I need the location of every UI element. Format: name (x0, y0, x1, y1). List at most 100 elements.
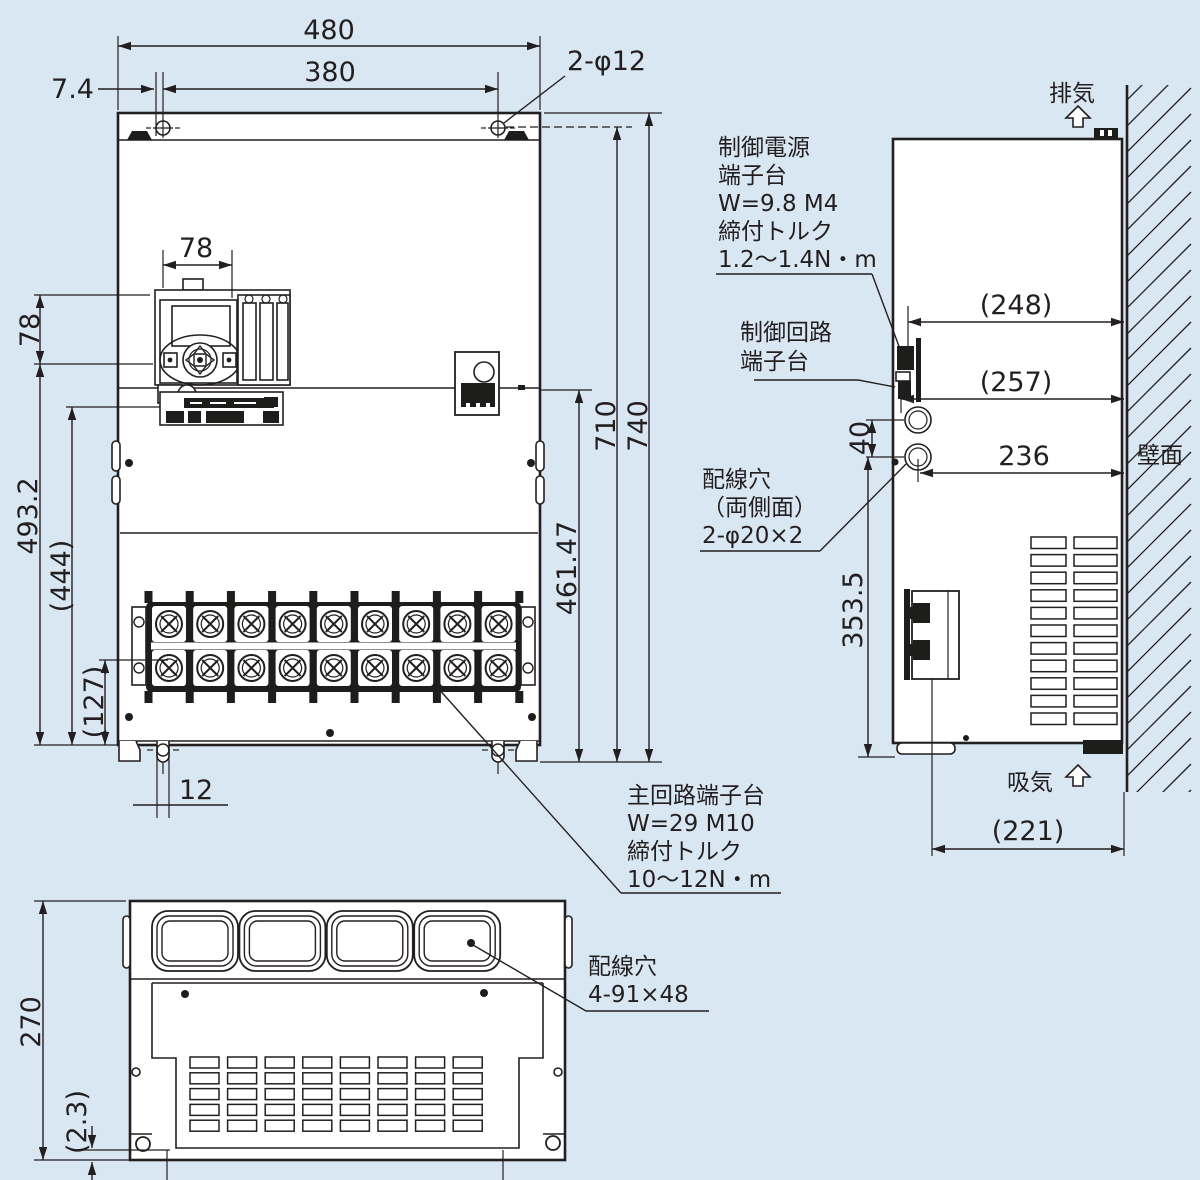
side-view-dimensions: (248) (257) 40 236 353.5 (221) (838, 290, 1125, 856)
terminal-screw-ring (365, 658, 385, 678)
wiring-hole-outline (161, 920, 229, 962)
terminal-screw-ring (283, 658, 303, 678)
dim-depth-bottom: (221) (992, 816, 1065, 847)
hatch-line (1127, 451, 1192, 517)
wiring-hole-outline (336, 920, 404, 962)
hatch-line (1127, 477, 1192, 543)
screw-cross (489, 615, 508, 633)
vent-slot (1073, 659, 1118, 673)
dim-hole-pitch: 40 (845, 421, 876, 455)
dim-depth-hole: 236 (998, 441, 1050, 472)
side-vent-slots (1030, 536, 1118, 726)
svg-text:締付トルク: 締付トルク (627, 839, 742, 865)
edge-tab (111, 475, 121, 505)
clamp-tab (185, 591, 194, 603)
hatch-line (1127, 87, 1192, 153)
vent-slot (1030, 712, 1067, 726)
dim-mount-pitch-v: 710 (591, 400, 622, 452)
svg-text:制御電源: 制御電源 (718, 135, 810, 161)
vent-slot (189, 1056, 220, 1069)
vent-slot (1073, 624, 1118, 638)
clamp-tab (185, 691, 194, 703)
hatch-line (1127, 607, 1192, 673)
note-bottom-wiring-hole: 配線穴 4-91×48 (467, 939, 709, 1012)
vent-slot (302, 1103, 333, 1117)
vent-slot (302, 1119, 333, 1132)
wiring-hole-outline (156, 915, 234, 967)
screw-cross (201, 659, 219, 677)
vent-slot (414, 1119, 446, 1132)
vent-slot (377, 1087, 408, 1101)
terminal-screw-ring (365, 614, 385, 634)
annotations: 制御電源 端子台 W=9.8 M4 締付トルク 1.2〜1.4N・m 制御回路 … (436, 135, 907, 1012)
screw-cross (160, 615, 178, 633)
wiring-hole-outline (413, 910, 502, 972)
dim-terminal-pos: 461.47 (552, 521, 583, 615)
terminal-screw-ring (406, 658, 426, 678)
vent-slot (226, 1119, 258, 1132)
dim-height-terminal: (127) (79, 666, 110, 739)
terminal-screw-ring (489, 658, 509, 678)
vent-slot (264, 1087, 295, 1101)
hatch-line (1127, 555, 1192, 621)
vent-slot (1030, 536, 1067, 550)
clamp-tab (268, 591, 277, 603)
vent-slot (226, 1087, 258, 1101)
svg-text:締付トルク: 締付トルク (718, 219, 833, 245)
wall-label: 壁面 (1137, 443, 1183, 469)
vent-slot (264, 1103, 295, 1117)
vent-slot (1030, 659, 1067, 673)
hatch-line (1162, 763, 1192, 792)
screw-cross (489, 659, 508, 677)
wiring-hole-outline (423, 920, 491, 962)
screw-cross (160, 659, 178, 677)
dim-bottom-depth: 270 (16, 996, 47, 1048)
keypad-top-tab (182, 278, 204, 291)
hatch-line (1127, 85, 1169, 127)
svg-text:10〜12N・m: 10〜12N・m (627, 867, 771, 893)
vent-slot (1073, 694, 1118, 708)
screw-cross (407, 659, 425, 677)
vent-slot (226, 1103, 258, 1117)
clamp-tab (226, 591, 235, 603)
svg-text:2-φ20×2: 2-φ20×2 (702, 523, 803, 549)
keypad-nav-button (182, 342, 218, 378)
side-top-mount-tab (1094, 128, 1118, 139)
intake-label: 吸気 (1007, 770, 1053, 796)
terminal-separator (151, 642, 516, 650)
vent-slot (339, 1056, 371, 1069)
vent-slot (1073, 677, 1118, 691)
front-view-dimensions: 480 380 7.4 2-φ12 78 78 493.2 (444) (127… (13, 15, 662, 818)
clamp-tab (432, 691, 441, 703)
hatch-line (1127, 243, 1192, 309)
mount-hole-top-right (481, 118, 515, 138)
dim-mount-pitch-h: 380 (304, 57, 356, 88)
bottom-view-dimensions: 270 (2.3) (16, 900, 170, 1180)
screw-cross (242, 615, 261, 633)
edge-tab (111, 440, 121, 472)
hatch-line (1136, 737, 1192, 792)
vent-slot (452, 1056, 483, 1069)
option-slot-panel (237, 294, 291, 386)
screw-cross (366, 615, 384, 633)
wiring-hole-outline (248, 920, 317, 962)
vent-slot (1030, 677, 1067, 691)
vent-slot (1030, 589, 1067, 603)
hatch-line (1127, 347, 1192, 413)
clamp-tab (391, 691, 400, 703)
exhaust-label: 排気 (1049, 81, 1095, 107)
dim-base-plate: (2.3) (62, 1090, 93, 1154)
vent-slot (226, 1056, 258, 1069)
bottom-wiring-holes (151, 910, 502, 972)
screw-cross (325, 659, 343, 677)
wiring-hole-outline (418, 915, 496, 967)
terminal-screw-ring (324, 614, 344, 634)
vent-slot (1073, 641, 1118, 655)
vent-slot (452, 1103, 483, 1117)
front-view (111, 111, 545, 774)
dim-width-overall: 480 (303, 15, 355, 46)
edge-tab (535, 440, 545, 472)
note-control-circuit-terminal: 制御回路 端子台 (740, 320, 896, 388)
hatch-line (1127, 529, 1192, 595)
